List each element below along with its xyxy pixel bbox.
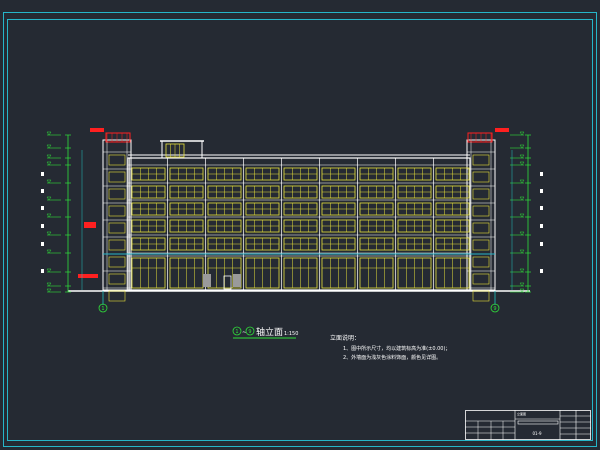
title-block-label: 立面图 bbox=[517, 411, 526, 416]
tower-window bbox=[472, 154, 490, 166]
entrance-door bbox=[223, 275, 232, 290]
level-text-marker bbox=[41, 172, 44, 176]
caption-title: 轴立面 bbox=[256, 326, 283, 338]
tower-window bbox=[108, 154, 126, 166]
level-text-marker bbox=[41, 242, 44, 246]
tower-window bbox=[108, 239, 126, 251]
level-triangle bbox=[519, 213, 525, 218]
tower-window bbox=[108, 171, 126, 183]
red-marker bbox=[78, 274, 98, 278]
level-triangle bbox=[519, 196, 525, 201]
axis-bubble-right bbox=[490, 303, 500, 313]
window-grid bbox=[103, 158, 495, 290]
red-marker bbox=[84, 222, 96, 228]
level-text-marker bbox=[540, 189, 543, 193]
tower-window bbox=[472, 205, 490, 217]
level-triangle bbox=[46, 213, 52, 218]
level-triangle bbox=[46, 144, 52, 149]
tower-window bbox=[108, 290, 126, 302]
level-triangle bbox=[46, 179, 52, 184]
caption-circle-b: 9 bbox=[248, 329, 251, 335]
notes-line-2: 2、外墙面为浅灰色涂料饰面，颜色见详图。 bbox=[343, 354, 441, 361]
level-text-marker bbox=[540, 242, 543, 246]
level-triangle bbox=[46, 154, 52, 159]
right-elevation-dimensions bbox=[510, 131, 543, 293]
level-text-marker bbox=[41, 189, 44, 193]
caption-circle-a: 1 bbox=[235, 329, 238, 335]
level-text-marker bbox=[540, 172, 543, 176]
level-triangle bbox=[46, 282, 52, 287]
building-main-body bbox=[127, 157, 471, 291]
axis-label-left: 1 bbox=[101, 306, 104, 312]
caption-scale: 1:150 bbox=[284, 331, 298, 337]
level-text-marker bbox=[41, 224, 44, 228]
level-triangle bbox=[519, 249, 525, 254]
tower-window bbox=[108, 256, 126, 268]
level-triangle bbox=[519, 144, 525, 149]
left-elevation-dimensions bbox=[41, 131, 83, 293]
entrance-shrub-right bbox=[233, 274, 241, 287]
level-text-marker bbox=[540, 269, 543, 273]
level-text-marker bbox=[41, 269, 44, 273]
level-triangle bbox=[46, 288, 52, 293]
level-triangle bbox=[519, 231, 525, 236]
red-marker bbox=[495, 128, 509, 132]
axis-label-right: 9 bbox=[493, 306, 496, 312]
tower-window bbox=[472, 273, 490, 285]
red-marker bbox=[90, 128, 104, 132]
level-text-marker bbox=[41, 206, 44, 210]
level-triangle bbox=[46, 131, 52, 136]
right-tower-crown bbox=[467, 132, 493, 143]
axis-bubble-left bbox=[98, 303, 108, 313]
level-triangle bbox=[519, 154, 525, 159]
left-tower-crown bbox=[105, 132, 131, 143]
tower-window bbox=[108, 205, 126, 217]
level-text-marker bbox=[540, 224, 543, 228]
entrance-shrub-left bbox=[203, 274, 211, 287]
level-triangle bbox=[519, 179, 525, 184]
tower-window bbox=[472, 290, 490, 302]
tower-window bbox=[472, 222, 490, 234]
notes-heading: 立面说明： bbox=[330, 334, 360, 342]
tower-window bbox=[108, 222, 126, 234]
level-triangle bbox=[46, 231, 52, 236]
level-triangle bbox=[519, 288, 525, 293]
level-triangle bbox=[519, 282, 525, 287]
tower-window bbox=[472, 188, 490, 200]
title-block-name-box bbox=[517, 420, 559, 425]
drawing-caption: 1 ~ 9 轴立面 1:150 bbox=[232, 326, 298, 339]
level-triangle bbox=[46, 249, 52, 254]
title-block-drawing-no: 01-9 bbox=[532, 431, 542, 436]
rooftop-window bbox=[165, 143, 185, 158]
title-block: 01-9 立面图 bbox=[465, 410, 591, 440]
level-triangle bbox=[519, 131, 525, 136]
level-triangle bbox=[46, 196, 52, 201]
level-text-marker bbox=[540, 206, 543, 210]
tower-details bbox=[103, 133, 495, 302]
level-triangle bbox=[519, 161, 525, 166]
building-elevation bbox=[102, 132, 496, 302]
tower-window bbox=[108, 188, 126, 200]
level-triangle bbox=[46, 268, 52, 273]
sheet-outer-frame bbox=[3, 12, 597, 447]
tower-window bbox=[472, 171, 490, 183]
notes-line-1: 1、图中所示尺寸，均以建筑标高为准(±0.00)； bbox=[343, 345, 450, 352]
tower-window bbox=[472, 239, 490, 251]
tower-window bbox=[108, 273, 126, 285]
level-triangle bbox=[519, 268, 525, 273]
tower-window bbox=[472, 256, 490, 268]
level-triangle bbox=[46, 161, 52, 166]
elevation-notes: 立面说明： 1、图中所示尺寸，均以建筑标高为准(±0.00)； 2、外墙面为浅灰… bbox=[330, 334, 450, 361]
svg-text:~: ~ bbox=[242, 329, 247, 336]
sheet-inner-frame bbox=[7, 19, 593, 441]
